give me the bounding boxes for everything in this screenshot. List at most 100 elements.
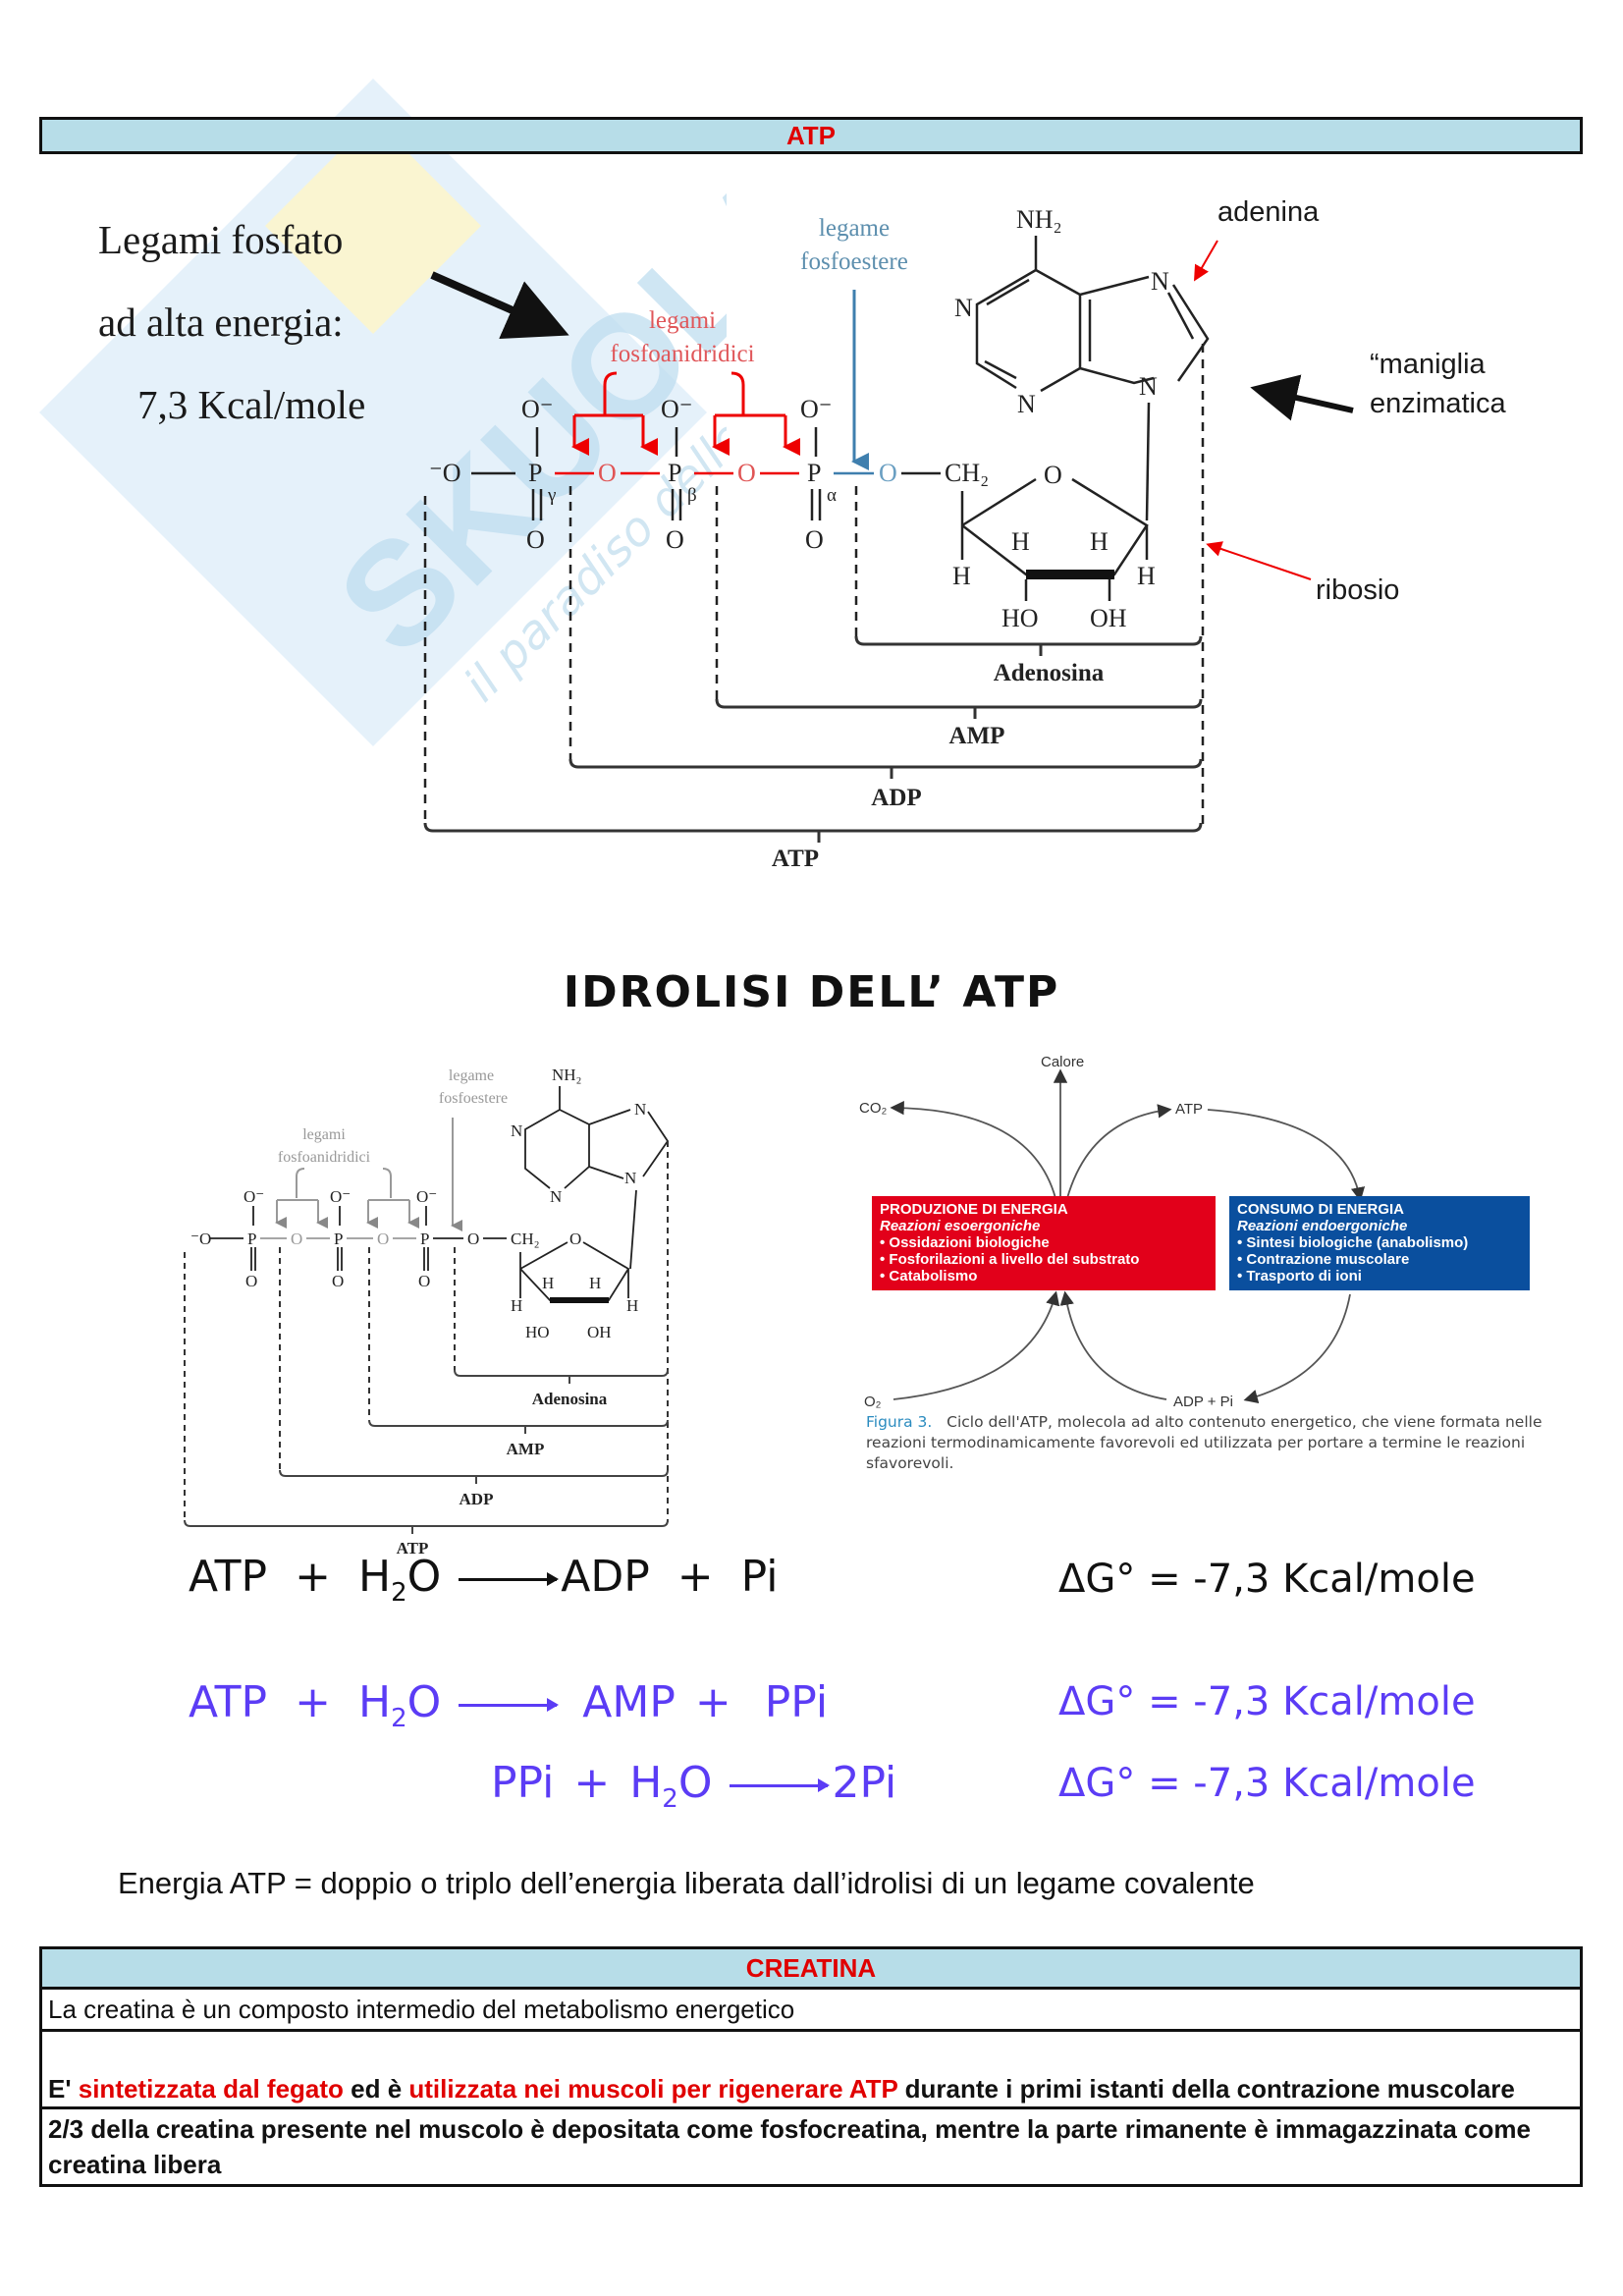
delta-g-3: ΔG° = -7,3 Kcal/mole	[1058, 1761, 1476, 1806]
production-item: • Fosforilazioni a livello del substrato	[880, 1251, 1140, 1268]
figure-caption-text: Ciclo dell'ATP, molecola ad alto contenu…	[866, 1413, 1542, 1472]
svg-text:H: H	[511, 1296, 522, 1315]
svg-text:H: H	[952, 562, 971, 590]
svg-text:P: P	[528, 459, 542, 487]
svg-text:H: H	[1090, 527, 1109, 556]
bracket-label-adp: ADP	[871, 785, 921, 811]
figure-caption: Figura 3. Ciclo dell'ATP, molecola ad al…	[866, 1412, 1561, 1474]
svg-text:O: O	[377, 1230, 389, 1248]
small-phosphoanhydride-label-2: fosfoanidridici	[278, 1149, 371, 1166]
svg-text:O: O	[666, 525, 684, 554]
cycle-atp-label: ATP	[1175, 1101, 1203, 1118]
energy-consumption-box: CONSUMO DI ENERGIA Reazioni endoergonich…	[1229, 1196, 1530, 1290]
svg-text:O: O	[1044, 461, 1062, 489]
atp-cycle-diagram: Calore CO₂ ATP O₂ ADP + Pi	[859, 1054, 1366, 1410]
svg-text:O: O	[332, 1272, 344, 1290]
hydrolysis-title: IDROLISI DELL’ ATP	[563, 967, 1060, 1017]
svg-text:H: H	[1011, 527, 1030, 556]
high-energy-label-line3: 7,3 Kcal/mole	[137, 382, 366, 427]
delta-g-1: ΔG° = -7,3 Kcal/mole	[1058, 1557, 1476, 1602]
svg-text:O: O	[598, 459, 617, 487]
svg-text:N: N	[511, 1121, 522, 1140]
svg-text:γ: γ	[547, 485, 556, 506]
ribose-label: ribosio	[1316, 574, 1399, 606]
production-subtitle: Reazioni esoergoniche	[880, 1218, 1041, 1234]
highlight-muscles: utilizzata nei muscoli per rigenerare AT…	[408, 2074, 898, 2104]
production-item: • Ossidazioni biologiche	[880, 1234, 1050, 1251]
svg-text:O: O	[569, 1230, 581, 1248]
reaction-arrow-icon	[459, 1697, 560, 1712]
high-energy-label-line1: Legami fosfato	[98, 217, 344, 262]
svg-text:N: N	[1017, 390, 1036, 418]
small-phosphoanhydride-label-1: legami	[302, 1126, 346, 1143]
delta-g-2: ΔG° = -7,3 Kcal/mole	[1058, 1679, 1476, 1724]
svg-text:α: α	[827, 485, 837, 506]
production-title: PRODUZIONE DI ENERGIA	[880, 1201, 1068, 1218]
svg-text:N: N	[1139, 372, 1158, 401]
svg-text:O: O	[879, 459, 897, 487]
creatina-row-2: E' sintetizzata dal fegato ed è utilizza…	[39, 2029, 1583, 2109]
small-bracket-amp: AMP	[507, 1440, 545, 1458]
svg-text:H: H	[1137, 562, 1156, 590]
svg-text:NH₂: NH₂	[1016, 205, 1062, 234]
svg-text:O: O	[245, 1272, 257, 1290]
high-energy-label-line2: ad alta energia:	[98, 300, 344, 345]
reaction-arrow-icon	[459, 1571, 560, 1586]
svg-text:N: N	[634, 1100, 646, 1119]
svg-text:N: N	[624, 1169, 636, 1187]
equation-3: PPi + H2O 2Pi	[491, 1758, 897, 1814]
highlight-liver: sintetizzata dal fegato	[78, 2074, 344, 2104]
svg-text:CH₂: CH₂	[945, 459, 989, 487]
section-header-creatina: CREATINA	[39, 1946, 1583, 1990]
small-bracket-adenosina: Adenosina	[532, 1390, 608, 1408]
svg-text:N: N	[954, 294, 973, 322]
atp-energy-note: Energia ATP = doppio o triplo dell’energ…	[118, 1866, 1255, 1900]
svg-text:CH₂: CH₂	[511, 1230, 540, 1248]
creatina-table: CREATINA La creatina è un composto inter…	[39, 1946, 1583, 2187]
equation-1: ATP + H2O ADP + Pi	[189, 1552, 779, 1608]
svg-text:N: N	[1151, 267, 1169, 296]
svg-text:N: N	[550, 1187, 562, 1206]
svg-text:⁻O: ⁻O	[190, 1230, 211, 1248]
cycle-adp-pi-label: ADP + Pi	[1173, 1394, 1233, 1410]
consumption-item: • Contrazione muscolare	[1237, 1251, 1410, 1268]
consumption-item: • Sintesi biologiche (anabolismo)	[1237, 1234, 1469, 1251]
svg-text:β: β	[687, 485, 697, 506]
phosphoester-label-1: legame	[819, 215, 890, 242]
svg-text:O⁻: O⁻	[330, 1187, 351, 1206]
consumption-title: CONSUMO DI ENERGIA	[1237, 1201, 1405, 1218]
svg-text:O: O	[737, 459, 756, 487]
creatina-row-1: La creatina è un composto intermedio del…	[39, 1987, 1583, 2032]
svg-text:P: P	[420, 1230, 429, 1248]
cycle-co2-label: CO₂	[859, 1100, 888, 1117]
atp-structure-small-diagram: legame fosfoestere legami fosfoanidridic…	[184, 1066, 670, 1558]
enzymatic-handle-label-1: “maniglia	[1370, 349, 1487, 380]
svg-text:HO: HO	[525, 1323, 550, 1341]
phosphoester-label-2: fosfoestere	[800, 248, 908, 275]
small-phosphoester-label-2: fosfoestere	[439, 1090, 508, 1107]
reaction-arrow-icon	[730, 1777, 831, 1792]
small-bracket-adp: ADP	[460, 1490, 494, 1508]
bracket-label-adenosina: Adenosina	[994, 660, 1105, 686]
svg-text:P: P	[334, 1230, 343, 1248]
svg-text:O: O	[291, 1230, 302, 1248]
svg-text:O⁻: O⁻	[416, 1187, 437, 1206]
consumption-item: • Trasporto di ioni	[1237, 1268, 1362, 1285]
bracket-label-atp: ATP	[772, 846, 819, 872]
svg-text:HO: HO	[1001, 604, 1039, 632]
svg-text:NH₂: NH₂	[552, 1066, 581, 1084]
svg-text:H: H	[626, 1296, 638, 1315]
svg-text:P: P	[668, 459, 681, 487]
svg-text:H: H	[542, 1274, 554, 1292]
svg-text:⁻O: ⁻O	[429, 459, 461, 487]
arrow-icon	[430, 271, 569, 339]
svg-text:O: O	[467, 1230, 479, 1248]
creatina-row-3: 2/3 della creatina presente nel muscolo …	[39, 2106, 1583, 2187]
consumption-subtitle: Reazioni endoergoniche	[1237, 1218, 1408, 1234]
svg-text:O: O	[805, 525, 824, 554]
small-bracket-atp: ATP	[397, 1539, 429, 1558]
small-phosphoester-label-1: legame	[449, 1067, 494, 1084]
cycle-heat-label: Calore	[1041, 1054, 1084, 1070]
adenine-label: adenina	[1217, 196, 1320, 228]
phosphoanhydride-label-2: fosfoanidridici	[610, 341, 754, 367]
